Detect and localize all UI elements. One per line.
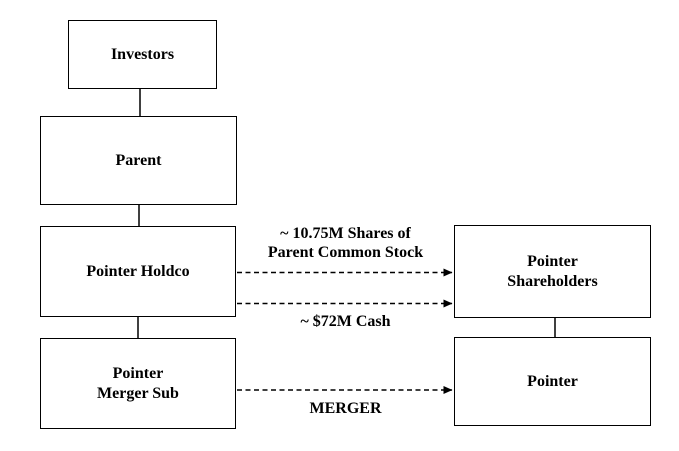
- arrow-merger-label: MERGER: [309, 400, 382, 417]
- box-parent: Parent: [40, 116, 237, 205]
- box-pointer-holdco: Pointer Holdco: [40, 226, 236, 317]
- box-pointer-shareholders-label: Pointer Shareholders: [507, 252, 598, 290]
- box-pointer-merger-sub: Pointer Merger Sub: [40, 338, 236, 429]
- box-pointer-holdco-label: Pointer Holdco: [86, 262, 190, 280]
- box-parent-label: Parent: [115, 151, 162, 169]
- box-pointer: Pointer: [454, 337, 651, 426]
- box-pointer-shareholders: Pointer Shareholders: [454, 225, 651, 318]
- box-pointer-label: Pointer: [527, 372, 578, 390]
- arrow-shares-label: ~ 10.75M Shares of Parent Common Stock: [267, 225, 424, 261]
- box-investors: Investors: [68, 20, 217, 89]
- arrow-cash-label: ~ $72M Cash: [300, 313, 391, 330]
- box-investors-label: Investors: [110, 45, 175, 63]
- box-pointer-merger-sub-label: Pointer Merger Sub: [97, 364, 179, 402]
